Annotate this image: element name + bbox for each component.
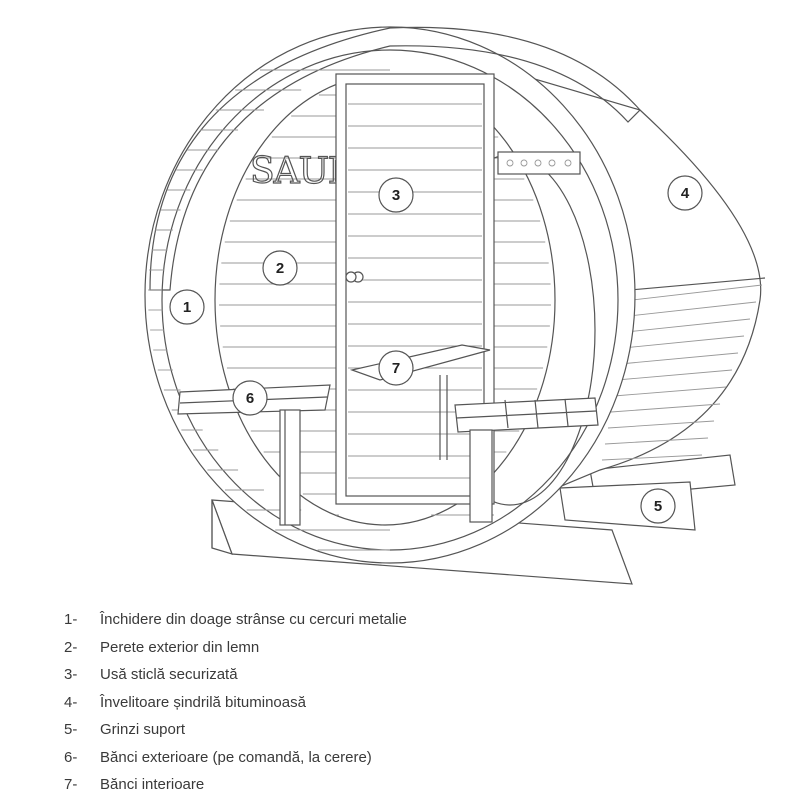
legend-item-number: 5- bbox=[64, 721, 78, 738]
legend-item-number: 2- bbox=[64, 638, 78, 656]
legend-item: 2- Perete exterior din lemn bbox=[64, 634, 784, 662]
legend-item-number: 7- bbox=[64, 776, 78, 793]
plank-line bbox=[616, 369, 733, 381]
legend-item-number: 6- bbox=[64, 748, 78, 766]
plank-line bbox=[628, 301, 757, 317]
callout-6-label: 6 bbox=[246, 390, 254, 407]
callout-1-label: 1 bbox=[183, 299, 191, 316]
legend-item-number: 3- bbox=[64, 666, 78, 683]
callout-2: 2 bbox=[262, 250, 298, 286]
callout-6: 6 bbox=[232, 380, 268, 416]
plank-line bbox=[601, 454, 703, 461]
plank-line bbox=[604, 437, 709, 445]
plank-line bbox=[610, 403, 721, 413]
legend-item: 6- Bănci exterioare (pe comandă, la cerer… bbox=[64, 744, 784, 772]
legend-item-text: Perete exterior din lemn bbox=[100, 638, 260, 656]
callout-1: 1 bbox=[169, 289, 205, 325]
legend-item-text: Grinzi suport bbox=[100, 721, 186, 738]
sauna-diagram: SAUNA 1 2 3 4 5 6 7 bbox=[144, 26, 766, 585]
callout-3-label: 3 bbox=[392, 187, 400, 204]
legend-item-text: Bănci interioare bbox=[100, 776, 205, 793]
callout-5-label: 5 bbox=[654, 498, 662, 515]
legend-item-text: Învelitoare șindrilă bituminoasă bbox=[100, 693, 306, 711]
legend-item-text: Usă sticlă securizată bbox=[100, 666, 238, 683]
plank-line bbox=[622, 335, 745, 349]
plank-line bbox=[631, 284, 763, 301]
callout-4-label: 4 bbox=[681, 185, 690, 202]
legend-list: 1- Închidere din doage strânse cu cercuri… bbox=[64, 606, 784, 799]
legend-item: 4- Învelitoare șindrilă bituminoasă bbox=[64, 689, 784, 717]
plank-line bbox=[607, 420, 715, 429]
legend-item: 1- Închidere din doage strânse cu cercuri… bbox=[64, 606, 784, 634]
callout-5: 5 bbox=[640, 488, 676, 524]
callout-7-label: 7 bbox=[392, 360, 400, 377]
legend-item-text: Închidere din doage strânse cu cercuri m… bbox=[100, 611, 407, 628]
control-panel bbox=[497, 151, 581, 175]
legend-item: 3- Usă sticlă securizată bbox=[64, 661, 784, 689]
legend-item-text: Bănci exterioare (pe comandă, la cerere) bbox=[100, 748, 372, 766]
legend-item: 7- Bănci interioare bbox=[64, 771, 784, 799]
plank-line bbox=[625, 318, 751, 333]
glass-door bbox=[335, 73, 495, 505]
legend-item-number: 1- bbox=[64, 611, 78, 628]
callout-3: 3 bbox=[378, 177, 414, 213]
legend-item-number: 4- bbox=[64, 693, 78, 711]
callout-7: 7 bbox=[378, 350, 414, 386]
legend-item: 5- Grinzi suport bbox=[64, 716, 784, 744]
callout-4: 4 bbox=[667, 175, 703, 211]
plank-line bbox=[613, 386, 727, 397]
callout-2-label: 2 bbox=[276, 260, 284, 277]
plank-line bbox=[619, 352, 739, 365]
exterior-bench-right bbox=[454, 397, 599, 523]
